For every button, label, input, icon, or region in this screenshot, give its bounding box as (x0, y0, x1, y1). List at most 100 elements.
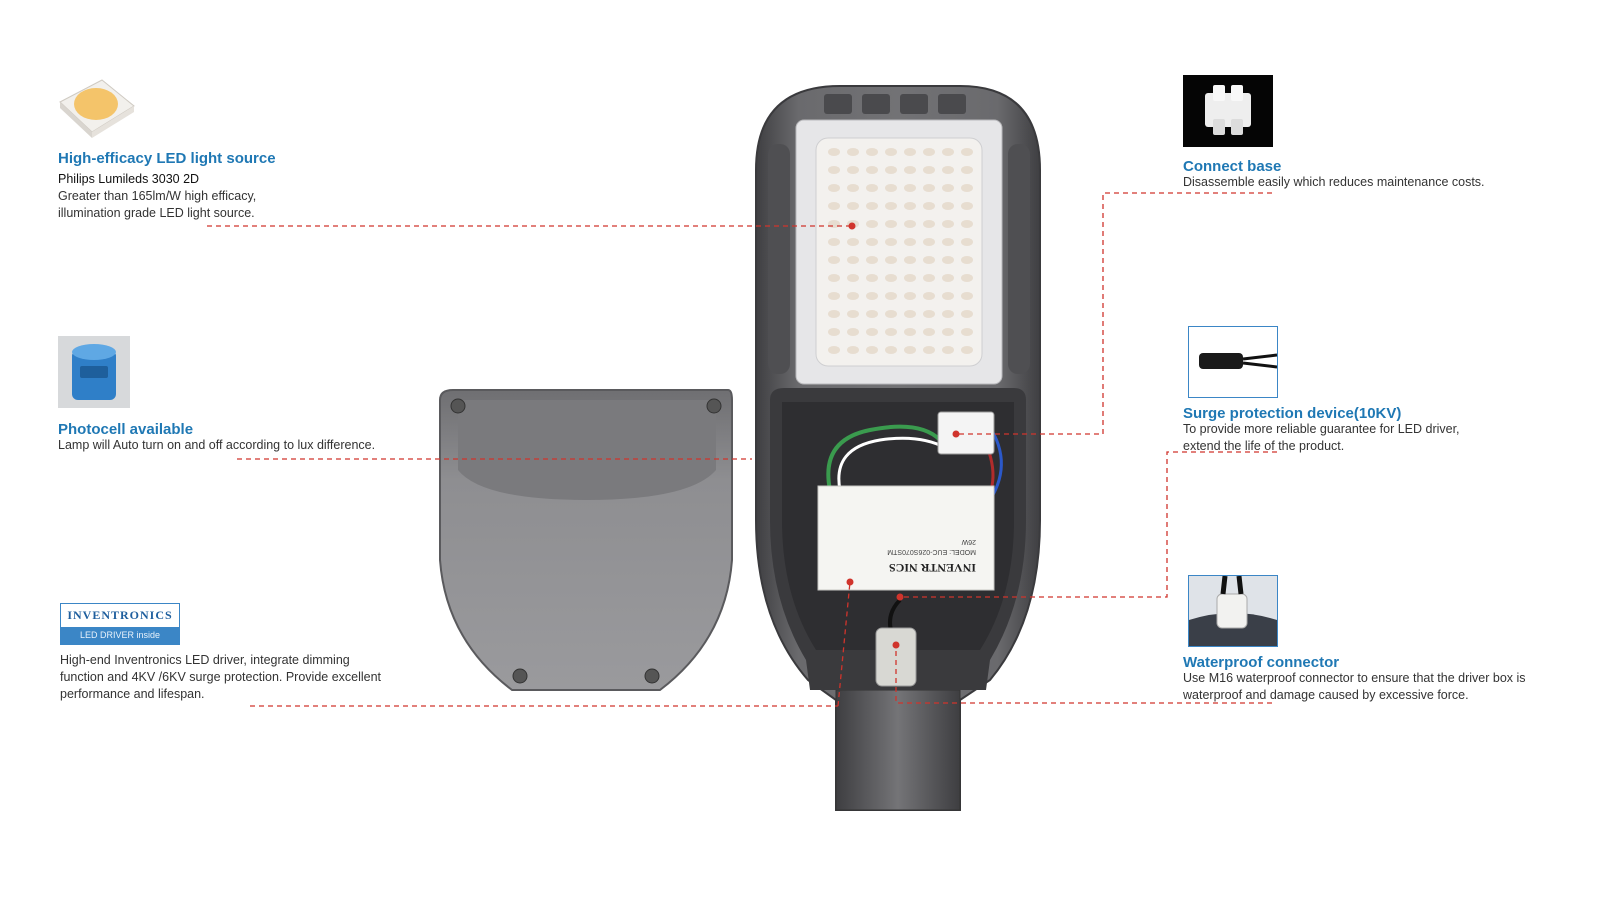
waterproof-desc: Use M16 waterproof connector to ensure t… (1183, 671, 1526, 702)
led-dot (828, 274, 840, 282)
leader-driver-up (837, 581, 851, 707)
led-dot (923, 328, 935, 336)
connect-base-title: Connect base (1183, 158, 1282, 175)
led-dot (885, 328, 897, 336)
led-dot (885, 274, 897, 282)
led-dot (847, 166, 859, 174)
led-dot (942, 274, 954, 282)
dot-driver (846, 578, 854, 586)
led-dot (866, 346, 878, 354)
led-dot (904, 328, 916, 336)
led-dot (885, 346, 897, 354)
led-dot (904, 310, 916, 318)
lamp-housing (755, 85, 1041, 811)
dot-connect-base (952, 430, 960, 438)
photocell-desc: Lamp will Auto turn on and off according… (58, 438, 376, 452)
led-dot (961, 346, 973, 354)
led-dot (904, 292, 916, 300)
led-dot (847, 346, 859, 354)
led-dot (961, 166, 973, 174)
driver-desc: High-end Inventronics LED driver, integr… (60, 653, 382, 701)
leader-connect-base (956, 192, 1272, 435)
led-dot (923, 184, 935, 192)
photocell-title: Photocell available (58, 421, 194, 438)
led-dot (904, 148, 916, 156)
led-subtitle: Philips Lumileds 3030 2D (58, 172, 200, 186)
led-dot (866, 202, 878, 210)
led-dot (923, 238, 935, 246)
led-dot (885, 310, 897, 318)
led-array (828, 148, 973, 354)
led-dot (942, 202, 954, 210)
led-dot (847, 328, 859, 336)
dot-waterproof (892, 641, 900, 649)
led-dot (828, 328, 840, 336)
driver-label-power: 26W (961, 538, 976, 545)
led-dot (904, 256, 916, 264)
led-dot (847, 256, 859, 264)
led-dot (961, 220, 973, 228)
connect-base-desc: Disassemble easily which reduces mainten… (1183, 175, 1485, 189)
led-dot (828, 202, 840, 210)
led-dot (828, 238, 840, 246)
led-dot (828, 292, 840, 300)
led-dot (942, 256, 954, 264)
led-dot (885, 220, 897, 228)
inventronics-sub: LED DRIVER inside (61, 627, 179, 644)
led-dot (828, 166, 840, 174)
led-dot (923, 292, 935, 300)
led-dot (885, 256, 897, 264)
led-dot (866, 166, 878, 174)
led-dot (885, 184, 897, 192)
led-desc: Greater than 165lm/W high efficacy, illu… (58, 189, 257, 220)
led-dot (904, 166, 916, 174)
led-dot (942, 292, 954, 300)
led-dot (942, 238, 954, 246)
inventronics-badge: INVENTRONICS LED DRIVER inside (60, 603, 180, 645)
surge-device-image (1188, 326, 1278, 398)
led-dot (942, 310, 954, 318)
led-title: High-efficacy LED light source (58, 150, 276, 167)
led-dot (961, 202, 973, 210)
led-dot (904, 202, 916, 210)
led-dot (961, 328, 973, 336)
led-dot (961, 238, 973, 246)
led-dot (942, 148, 954, 156)
led-dot (847, 310, 859, 318)
led-dot (885, 238, 897, 246)
led-dot (885, 166, 897, 174)
led-dot (923, 148, 935, 156)
led-dot (847, 292, 859, 300)
led-dot (904, 238, 916, 246)
led-dot (847, 274, 859, 282)
driver-box-cover (439, 389, 733, 691)
led-dot (866, 220, 878, 228)
led-dot (885, 148, 897, 156)
connect-base-image (1183, 75, 1273, 147)
led-dot (866, 184, 878, 192)
photocell-image (58, 336, 130, 408)
led-dot (885, 202, 897, 210)
led-dot (847, 202, 859, 210)
led-dot (923, 202, 935, 210)
waterproof-connector-image (1188, 575, 1278, 647)
leader-waterproof (895, 645, 1272, 704)
led-dot (923, 166, 935, 174)
led-dot (828, 310, 840, 318)
dot-surge (896, 593, 904, 601)
led-dot (923, 220, 935, 228)
led-dot (923, 346, 935, 354)
led-dot (828, 256, 840, 264)
led-dot (961, 274, 973, 282)
led-dot (828, 148, 840, 156)
led-dot (942, 220, 954, 228)
surge-title: Surge protection device(10KV) (1183, 405, 1402, 422)
led-dot (961, 292, 973, 300)
led-dot (961, 184, 973, 192)
led-dot (904, 346, 916, 354)
led-dot (942, 346, 954, 354)
driver-label-brand: INVENTR NICS (889, 561, 976, 575)
led-dot (942, 184, 954, 192)
dot-led (848, 222, 856, 230)
led-dot (828, 220, 840, 228)
